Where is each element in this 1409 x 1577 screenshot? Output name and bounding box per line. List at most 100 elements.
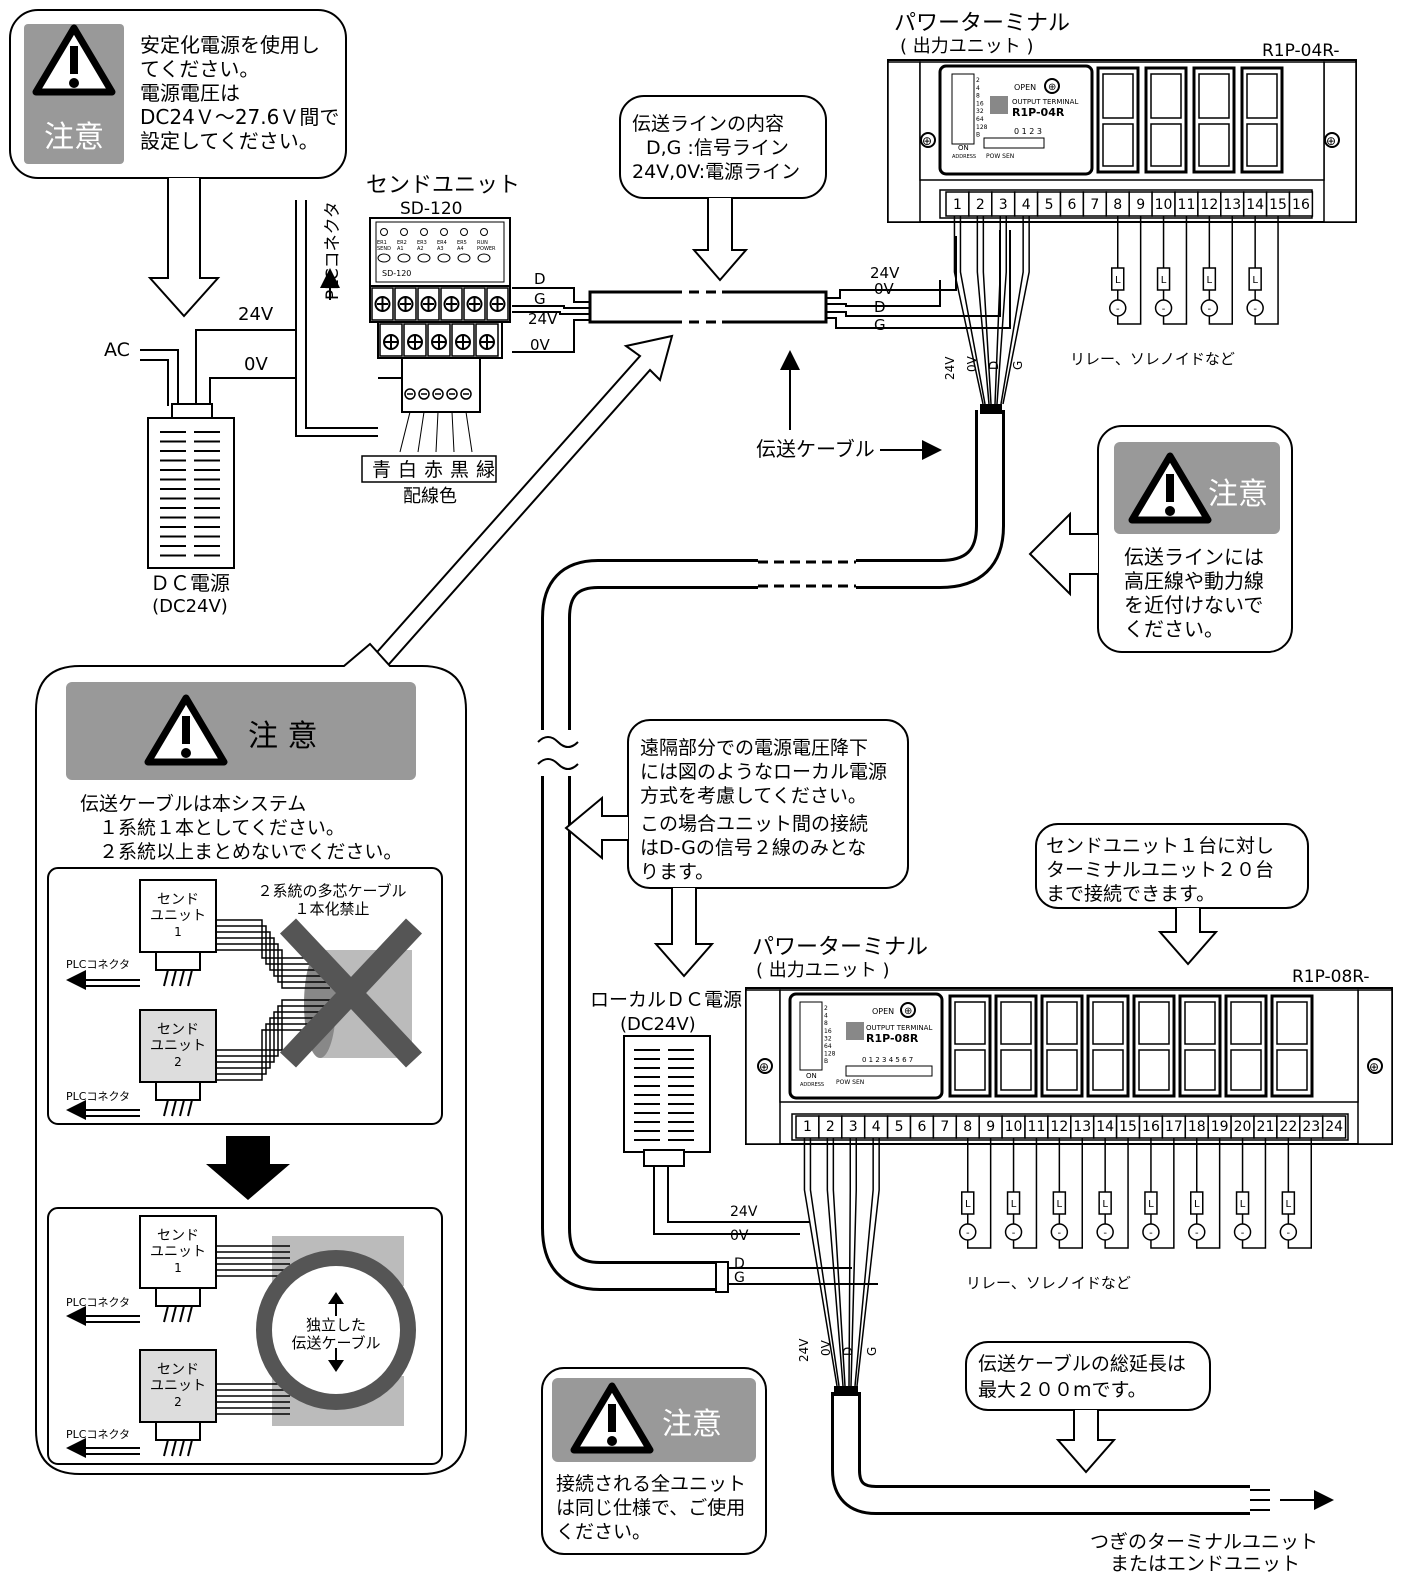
plc-connector-label: PLCコネクタ xyxy=(66,1296,130,1309)
terminal1-title: パワーターミナル xyxy=(894,11,1070,36)
terminal2-subtitle: ( 出力ユニット ) xyxy=(756,960,890,981)
terminal-number: 21 xyxy=(1257,1119,1275,1135)
send-unit-title: センドユニット xyxy=(366,173,520,198)
load-label: L xyxy=(1148,1199,1154,1210)
prohibit-x-icon xyxy=(279,918,423,1068)
caution-text-line: を近付けないで xyxy=(1124,593,1263,617)
wire-color: 黒 xyxy=(450,459,469,481)
send-unit-label: センド xyxy=(157,1022,199,1038)
terminal-number: 3 xyxy=(849,1119,858,1135)
lead-label: D xyxy=(841,1347,855,1356)
address-bit: 2 xyxy=(824,1005,828,1012)
address-bit: 128 xyxy=(824,1051,836,1058)
terminal-number: 24 xyxy=(1325,1119,1343,1135)
callout-text: には図のようなローカル電源 xyxy=(640,761,887,783)
load-label: L xyxy=(965,1199,971,1210)
svg-text:⊕: ⊕ xyxy=(759,1060,769,1074)
top-g-label: G xyxy=(874,316,886,334)
independent-text: 伝送ケーブル xyxy=(291,1334,380,1352)
terminal-number: 9 xyxy=(1136,197,1145,213)
open-label: OPEN xyxy=(872,1007,894,1016)
callout-text: まで接続できます。 xyxy=(1046,883,1215,905)
on-label: ON xyxy=(806,1072,817,1080)
terminal1-load-caption: リレー、ソレノイドなど xyxy=(1070,350,1235,368)
dc-power-supply: AC 24V 0V ＤＣ電源 (DC24V) xyxy=(104,304,296,617)
led-sub-label: A4 xyxy=(457,246,464,252)
local-d-label: D xyxy=(734,1256,745,1272)
terminal-number: 2 xyxy=(976,197,985,213)
channels-label: 0 1 2 3 xyxy=(1014,127,1042,136)
terminal-number: 12 xyxy=(1050,1119,1068,1135)
callout-total-length: 伝送ケーブルの総延長は 最大２００mです。 xyxy=(965,1341,1211,1474)
caution-box-top-left: 注意 安定化電源を使用し てください。 電源電圧は DC24Ｖ～27.6Ｖ間で … xyxy=(9,9,347,179)
switch-icon xyxy=(397,253,411,263)
load-label: L xyxy=(1011,1199,1017,1210)
lead-label: G xyxy=(1011,361,1025,370)
terminal-number: 23 xyxy=(1302,1119,1320,1135)
send-0v-label: 0V xyxy=(530,336,551,354)
callout-send-capacity: センドユニット１台に対し ターミナルユニット２０台 まで接続できます。 xyxy=(1035,823,1309,966)
terminal-number: 8 xyxy=(963,1119,972,1135)
led-label: ER3 xyxy=(417,240,427,246)
caution-text-line: ください。 xyxy=(1124,617,1224,641)
terminal-number: 19 xyxy=(1211,1119,1229,1135)
next-unit-text: つぎのターミナルユニット xyxy=(1090,1531,1318,1553)
terminal-number: 11 xyxy=(1028,1119,1046,1135)
load-label: L xyxy=(1102,1199,1108,1210)
terminal2-model-code: R1P-08R- xyxy=(1292,967,1370,987)
address-bit: 16 xyxy=(824,1028,832,1035)
lead-label: 24V xyxy=(943,356,957,380)
plc-connector-label: PLCコネクタ xyxy=(66,958,130,971)
address-bit: 2 xyxy=(976,77,980,84)
lead-label: G xyxy=(865,1347,879,1356)
address-label: ADDRESS xyxy=(952,154,976,160)
terminal-number: 7 xyxy=(940,1119,949,1135)
terminal-number: 6 xyxy=(917,1119,926,1135)
send-unit-label: ユニット xyxy=(150,1038,206,1054)
lead-label: 24V xyxy=(797,1338,811,1362)
caution-text-line: 伝送ラインには xyxy=(1124,545,1264,569)
led-label: RUN xyxy=(477,240,488,246)
load-minus: - xyxy=(1103,1228,1107,1239)
wire-color: 白 xyxy=(398,459,417,481)
caution-text-line: 設定してください。 xyxy=(140,129,319,153)
led-indicator xyxy=(380,228,388,236)
caution-text-line: 高圧線や動力線 xyxy=(1124,569,1264,593)
transmission-cable-top: 24V 0V D G xyxy=(588,230,1011,334)
wire-color-label: 配線色 xyxy=(403,486,457,507)
address-bit: 32 xyxy=(976,108,984,115)
send-unit-label: 2 xyxy=(174,1395,182,1409)
channels-label: 0 1 2 3 4 5 6 7 xyxy=(862,1056,913,1064)
caution-text-line: DC24Ｖ～27.6Ｖ間で xyxy=(140,105,339,129)
lead-label: D xyxy=(987,361,1001,370)
wire-color: 緑 xyxy=(476,459,495,481)
led-sub-label: A1 xyxy=(397,246,404,252)
terminal-number: 10 xyxy=(1155,197,1173,213)
local-24v-label: 24V xyxy=(730,1204,758,1220)
load-minus: - xyxy=(1058,1228,1062,1239)
pow-sen-label: POW SEN xyxy=(986,153,1014,160)
down-arrow-icon xyxy=(206,1136,290,1200)
load-minus: - xyxy=(966,1228,970,1239)
local-0v-label: 0V xyxy=(730,1228,749,1244)
terminal-number: 1 xyxy=(953,197,962,213)
hollow-left-arrow xyxy=(1028,511,1098,597)
load-minus: - xyxy=(1253,304,1257,315)
local-power-sub: (DC24V) xyxy=(620,1014,696,1035)
ac-label: AC xyxy=(104,339,130,361)
local-power-label: ローカルＤＣ電源 xyxy=(590,989,742,1011)
led-sub-label: A3 xyxy=(437,246,444,252)
hollow-down-arrow xyxy=(1055,1410,1117,1474)
load-minus: - xyxy=(1241,1228,1245,1239)
callout-transmission-line: 伝送ラインの内容 D,G :信号ライン 24V,0V:電源ライン xyxy=(619,95,827,282)
switch-icon xyxy=(477,253,491,263)
load-label: L xyxy=(1057,1199,1063,1210)
address-bit: 8 xyxy=(976,93,980,100)
hollow-down-arrow xyxy=(1157,908,1219,966)
terminal-number: 5 xyxy=(895,1119,904,1135)
switch-icon xyxy=(457,253,471,263)
load-minus: - xyxy=(1012,1228,1016,1239)
send-g-label: G xyxy=(534,290,546,308)
caution-text-line: 電源電圧は xyxy=(140,81,240,105)
